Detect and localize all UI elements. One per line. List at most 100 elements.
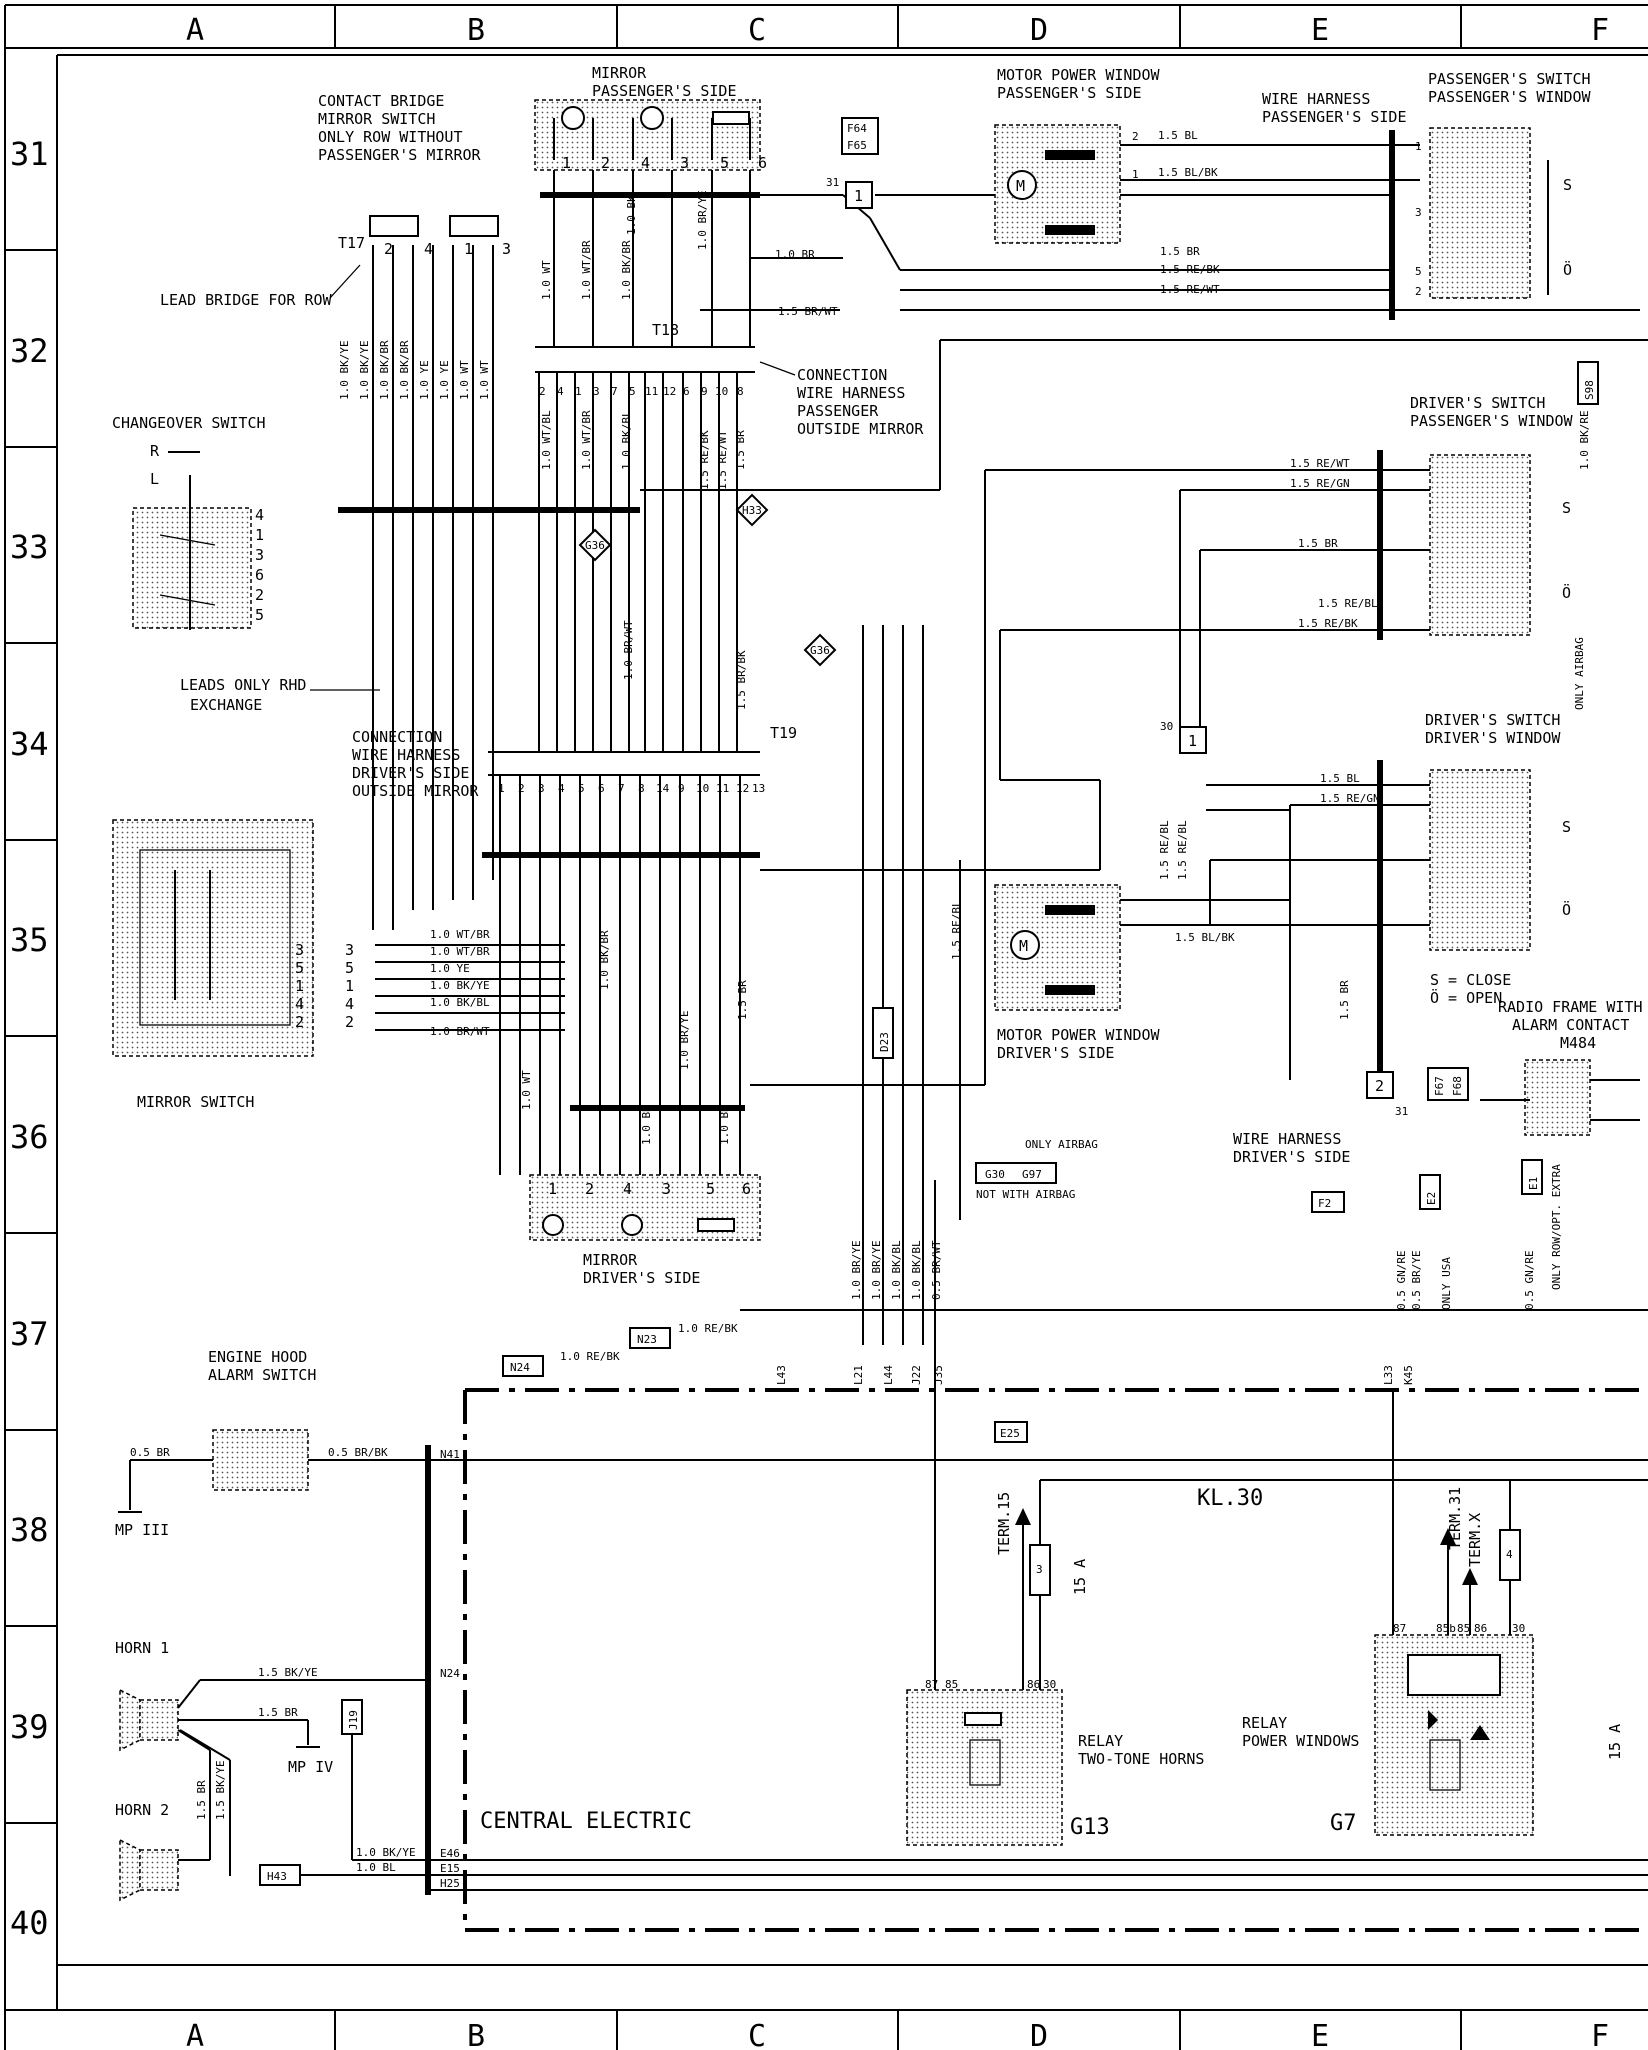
- heater-icon: [697, 1218, 735, 1232]
- svg-text:87: 87: [1393, 1622, 1406, 1635]
- svg-text:1.5 BR: 1.5 BR: [1338, 980, 1351, 1020]
- mirror-passenger-side: MIRROR PASSENGER'S SIDE 1 2 4 3 5 6: [534, 64, 767, 198]
- svg-text:1.5 RE/WT: 1.5 RE/WT: [716, 430, 729, 490]
- svg-text:6: 6: [598, 782, 605, 795]
- motor-icon: [640, 106, 664, 130]
- svg-text:2: 2: [585, 1180, 594, 1198]
- svg-text:H33: H33: [742, 504, 762, 517]
- vertical-wire-labels: 1.0 BK/YE 1.0 BK/YE 1.0 BK/BR 1.0 BK/BR …: [338, 190, 1591, 1310]
- svg-text:F2: F2: [1318, 1197, 1331, 1210]
- mirror-switch-title: MIRROR SWITCH: [137, 1093, 254, 1111]
- svg-text:1.0 WT/BR: 1.0 WT/BR: [580, 240, 593, 300]
- svg-text:1.5 BL: 1.5 BL: [1320, 772, 1360, 785]
- svg-text:MIRROR: MIRROR: [583, 1251, 638, 1269]
- row-36: 36: [10, 1118, 49, 1156]
- harness-vertical-wires: [372, 170, 961, 1345]
- tag-f67-f68: [1427, 1067, 1469, 1101]
- svg-text:ONLY USA: ONLY USA: [1440, 1257, 1453, 1310]
- svg-text:J19: J19: [347, 1710, 360, 1730]
- svg-text:OUTSIDE MIRROR: OUTSIDE MIRROR: [797, 420, 924, 438]
- svg-text:1: 1: [1415, 140, 1422, 153]
- horns: HORN 1 HORN 2 MP IV 1.5 BK/YE 1.5 BR 1.5…: [115, 1639, 428, 1902]
- motor-icon: [621, 1214, 643, 1236]
- svg-text:2: 2: [1375, 1077, 1384, 1095]
- svg-text:1.0 WT/BR: 1.0 WT/BR: [430, 928, 490, 941]
- svg-text:1.5 BR: 1.5 BR: [736, 980, 749, 1020]
- col-c: C: [748, 13, 766, 48]
- svg-text:3: 3: [295, 941, 304, 959]
- svg-text:4: 4: [345, 995, 354, 1013]
- svg-text:1.5 RE/BK: 1.5 RE/BK: [1160, 263, 1220, 276]
- relay-g13-id: G13: [1070, 1815, 1110, 1840]
- lead-bridge-label: LEAD BRIDGE FOR ROW: [160, 291, 333, 309]
- heater-icon: [712, 111, 750, 125]
- svg-text:31: 31: [826, 176, 839, 189]
- svg-text:1.0 BK/BL: 1.0 BK/BL: [890, 1240, 903, 1300]
- svg-text:2: 2: [345, 1013, 354, 1031]
- svg-text:G36: G36: [810, 644, 830, 657]
- svg-text:1.0 YE: 1.0 YE: [418, 360, 431, 400]
- horn-relay-terminals: 87 85 86 30: [925, 1678, 1056, 1691]
- svg-text:MP IV: MP IV: [288, 1758, 333, 1776]
- svg-text:1.0 BR/YE: 1.0 BR/YE: [850, 1240, 863, 1300]
- row-34: 34: [10, 725, 49, 763]
- svg-text:1.0 BK: 1.0 BK: [640, 1105, 653, 1145]
- svg-text:7: 7: [611, 385, 618, 398]
- svg-text:1: 1: [498, 782, 505, 795]
- svg-text:4: 4: [295, 995, 304, 1013]
- svg-text:D23: D23: [878, 1032, 891, 1052]
- svg-text:0.5 BR/YE: 0.5 BR/YE: [1410, 1250, 1423, 1310]
- svg-text:N24: N24: [440, 1667, 460, 1680]
- svg-text:1.5 RE/BL: 1.5 RE/BL: [1318, 597, 1378, 610]
- tag-f64-f65: [841, 117, 879, 155]
- svg-text:5: 5: [345, 959, 354, 977]
- row-labels: 31 32 33 34 35 36 37 38 39 40: [10, 135, 49, 1942]
- svg-text:13: 13: [752, 782, 765, 795]
- svg-text:E46: E46: [440, 1847, 460, 1860]
- svg-text:1.0 BR/WT: 1.0 BR/WT: [430, 1025, 490, 1038]
- svg-text:86: 86: [1027, 1678, 1040, 1691]
- horn-1-label: HORN 1: [115, 1639, 169, 1657]
- arrow-up-icon: [1462, 1568, 1478, 1585]
- svg-text:1.0 BK/YE: 1.0 BK/YE: [358, 340, 371, 400]
- row-40: 40: [10, 1904, 49, 1942]
- svg-text:1.0 BK/BR: 1.0 BK/BR: [398, 340, 411, 400]
- column-labels-top: A B C D E F: [186, 13, 1609, 48]
- svg-text:1.0 BR/YE: 1.0 BR/YE: [696, 190, 709, 250]
- motor-window-passenger: MOTOR POWER WINDOW PASSENGER'S SIDE M 2 …: [994, 66, 1161, 244]
- t18-pins: 2 4 1 3 7 5 11 12 6 9 10 8: [539, 385, 744, 398]
- svg-text:1.0 BR/YE: 1.0 BR/YE: [870, 1240, 883, 1300]
- svg-text:M: M: [1016, 177, 1025, 195]
- svg-text:2: 2: [1415, 285, 1422, 298]
- t17-label: T17: [338, 234, 365, 252]
- svg-text:PASSENGER: PASSENGER: [797, 402, 879, 420]
- svg-text:K45: K45: [1402, 1365, 1415, 1385]
- svg-text:NOT WITH AIRBAG: NOT WITH AIRBAG: [976, 1188, 1075, 1201]
- svg-text:MOTOR POWER WINDOW: MOTOR POWER WINDOW: [997, 66, 1161, 84]
- col-a: A: [186, 13, 204, 48]
- svg-text:1.5 BR: 1.5 BR: [1298, 537, 1338, 550]
- svg-text:1: 1: [464, 240, 473, 258]
- svg-text:1.0 BK/BR: 1.0 BK/BR: [620, 240, 633, 300]
- col-b: B: [467, 13, 485, 48]
- node-f64-f65: F64 F65 1 31: [826, 117, 879, 209]
- svg-text:10: 10: [696, 782, 709, 795]
- svg-text:S: S: [1562, 499, 1571, 517]
- svg-text:1: 1: [854, 187, 863, 205]
- svg-text:15 A: 15 A: [1071, 1559, 1089, 1595]
- t19-pins: 1 2 3 4 5 6 7 8 14 9 10 11 12 13: [498, 782, 765, 795]
- svg-text:1.5 BL/BK: 1.5 BL/BK: [1175, 931, 1235, 944]
- svg-text:1.5 RE/BK: 1.5 RE/BK: [1298, 617, 1358, 630]
- svg-text:M: M: [1019, 937, 1028, 955]
- svg-text:1.0 YE: 1.0 YE: [430, 962, 470, 975]
- row-32: 32: [10, 332, 49, 370]
- svg-text:5: 5: [706, 1180, 715, 1198]
- motor-icon: [1007, 170, 1037, 200]
- svg-text:1.5 RE/GN: 1.5 RE/GN: [1290, 477, 1350, 490]
- svg-text:4: 4: [623, 1180, 632, 1198]
- svg-text:1.5 BR/BK: 1.5 BR/BK: [735, 650, 748, 710]
- driver-switch-pass-labels: 1.5 RE/WT 1.5 RE/GN 1.5 BR 1.5 RE/BL 1.5…: [1290, 457, 1378, 630]
- svg-text:L44: L44: [882, 1365, 895, 1385]
- svg-text:F64: F64: [847, 122, 867, 135]
- mirror-passenger-title-2: PASSENGER'S SIDE: [592, 82, 737, 100]
